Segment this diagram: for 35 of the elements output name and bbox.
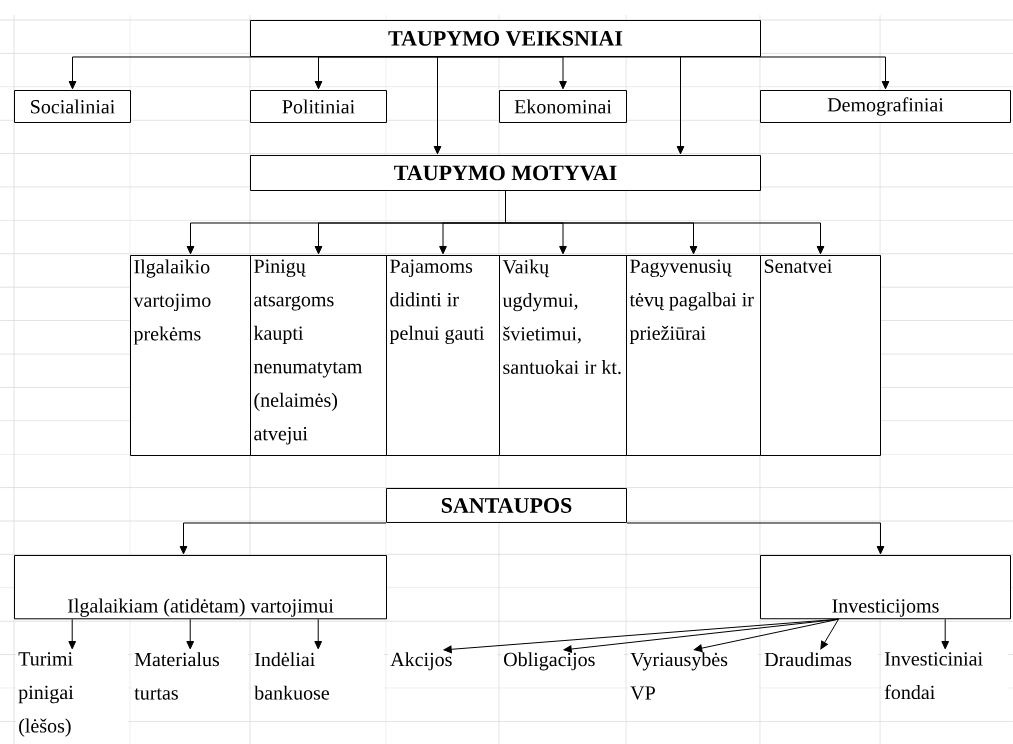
arrow xyxy=(820,618,839,650)
motive-box: Senatvei xyxy=(760,255,881,456)
arrow xyxy=(179,522,387,555)
category-text: Draudimas xyxy=(762,650,879,669)
motive-box: Vaikų ugdymui, švietimui, santuokai ir kt. xyxy=(499,255,627,456)
factor-box: Socialiniai xyxy=(14,90,131,123)
category-text: Turimi pinigai (lėšos) xyxy=(16,650,129,739)
category-text: Vyriausybės VP xyxy=(628,650,759,702)
category-text: Investiciniai fondai xyxy=(882,650,1009,702)
category-text: Indėliai bankuose xyxy=(252,650,385,702)
arrow xyxy=(68,618,77,650)
category-text: Obligacijos xyxy=(501,650,625,673)
arrow xyxy=(186,618,195,650)
category-text: Akcijos xyxy=(388,650,498,673)
arrow xyxy=(314,56,506,90)
factor-box: Politiniai xyxy=(250,90,387,123)
motive-box: Pagyvenusių tėvų pagalbai ir priežiūrai xyxy=(626,255,761,456)
savings-box: Ilgalaikiam (atidėtam) vartojimui xyxy=(14,555,387,620)
heading-box: TAUPYMO MOTYVAI xyxy=(250,155,761,191)
arrow xyxy=(433,56,442,155)
arrow xyxy=(505,56,890,90)
factor-box: Demografiniai xyxy=(760,90,1011,123)
factor-box: Ekonominai xyxy=(499,90,627,123)
savings-box: Investicijoms xyxy=(760,555,1011,620)
heading-box: SANTAUPOS xyxy=(386,488,627,523)
category-text: Materialus turtas xyxy=(132,650,249,702)
arrow xyxy=(314,618,323,650)
heading-box: TAUPYMO VEIKSNIAI xyxy=(250,20,761,57)
arrow xyxy=(626,522,885,555)
motive-box: Pajamoms didinti ir pelnui gauti xyxy=(386,255,500,456)
arrow xyxy=(693,618,839,652)
motive-box: Pinigų atsargoms kaupti nenumatytam (nelaimės) atvejui xyxy=(250,255,387,456)
arrow xyxy=(941,618,950,650)
arrow xyxy=(676,56,685,155)
motive-box: Ilgalaikio vartojimo prekėms xyxy=(130,255,251,456)
